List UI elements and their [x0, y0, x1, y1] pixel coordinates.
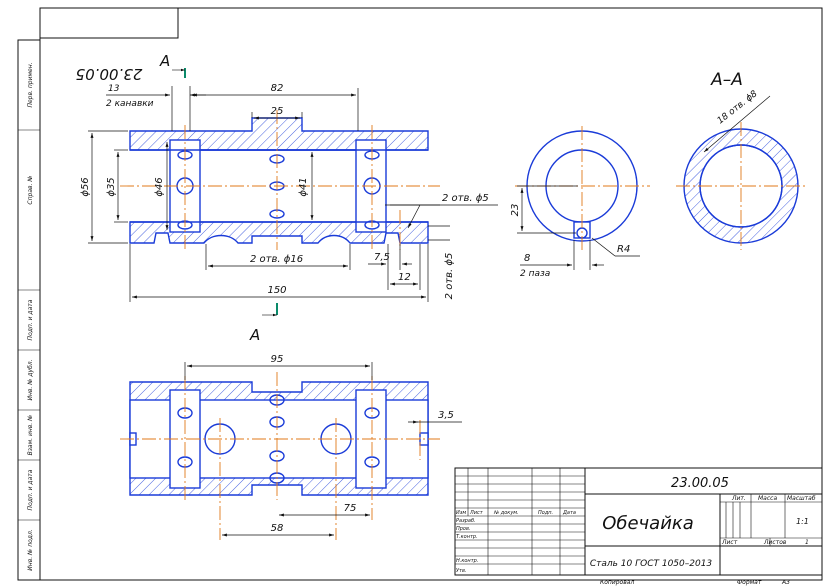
- section-a-a: A–A 18 отв. ϕ8: [676, 70, 806, 250]
- tb-header: Изм: [456, 510, 466, 516]
- dim-82: 82: [271, 83, 284, 94]
- tb-lit: Лит.: [731, 495, 746, 502]
- tb-mass: Масса: [758, 495, 777, 502]
- tb-scale-value: 1:1: [796, 517, 809, 526]
- dim-groove-width: 13: [108, 84, 120, 94]
- dim-slots: 2 паза: [520, 269, 550, 279]
- tb-role: Пров.: [456, 526, 471, 532]
- dim-150: 150: [267, 285, 286, 296]
- tb-header: № докум.: [493, 510, 519, 516]
- dim-holes16: 2 отв. ϕ16: [250, 254, 303, 265]
- tb-format-value: А3: [781, 579, 790, 586]
- stamp-label: Инв. № дубл.: [27, 359, 34, 400]
- dim-23: 23: [510, 204, 521, 217]
- stamp-label: Взам. инв. №: [27, 415, 34, 456]
- dim-groove-note: 2 канавки: [106, 99, 154, 109]
- title-block: Изм Лист № докум. Подп. Дата Разраб. Про…: [454, 467, 823, 586]
- front-section-view: A A 13 2 канавки 82 25 ϕ56 ϕ35 ϕ46 ϕ41 2…: [80, 52, 498, 344]
- tb-role: Н.контр.: [456, 558, 478, 564]
- dim-25: 25: [271, 106, 284, 117]
- stamp-label: Подп. и дата: [27, 469, 34, 510]
- dim-58: 58: [271, 523, 284, 534]
- dim-75: 75: [344, 503, 357, 514]
- tb-drawing-code: 23.00.05: [671, 476, 729, 491]
- dim-d56: ϕ56: [80, 177, 91, 196]
- tb-copied: Копировал: [600, 579, 634, 586]
- tb-material: Сталь 10 ГОСТ 1050–2013: [590, 559, 713, 569]
- tb-format: Формат: [737, 579, 762, 586]
- dim-holes5: 2 отв. ϕ5: [442, 193, 489, 204]
- stamp-label: Инв. № подл.: [27, 529, 34, 570]
- tb-sheets: Листов: [763, 539, 787, 546]
- tb-part-name: Обечайка: [602, 513, 694, 534]
- dim-holes8: 18 отв. ϕ8: [716, 89, 760, 126]
- tb-role: Т.контр.: [456, 534, 478, 540]
- top-left-code-box: [39, 7, 179, 39]
- section-mark-top: A: [159, 52, 170, 70]
- tb-header: Подп.: [538, 510, 553, 516]
- rotated-drawing-code: 23.00.05: [76, 65, 143, 83]
- dim-r4: R4: [617, 244, 630, 255]
- stamp-label: Подп. и дата: [27, 299, 34, 340]
- dim-d46: ϕ46: [154, 177, 165, 196]
- tb-sheets-value: 1: [805, 539, 809, 546]
- tb-header: Лист: [469, 510, 484, 516]
- dim-12: 12: [398, 272, 411, 283]
- dim-7-5: 7,5: [374, 252, 390, 263]
- top-view: 95 3,5 58 75: [120, 354, 462, 540]
- dim-d41: ϕ41: [298, 177, 309, 196]
- stamp-label: Справ. №: [27, 175, 34, 204]
- tb-scale: Масштаб: [787, 495, 816, 502]
- tb-role: Утв.: [456, 568, 467, 574]
- tb-header: Дата: [562, 510, 576, 516]
- dim-holes5-vertical: 2 отв. ϕ5: [444, 253, 455, 300]
- section-title: A–A: [710, 70, 743, 90]
- dim-8: 8: [524, 253, 530, 264]
- stamp-label: Перв. примен.: [27, 62, 34, 107]
- dim-d35: ϕ35: [106, 177, 117, 196]
- tb-sheet: Лист: [721, 539, 738, 546]
- dim-3-5: 3,5: [438, 410, 454, 421]
- section-mark-bottom: A: [249, 326, 260, 344]
- dim-95: 95: [271, 354, 284, 365]
- tb-role: Разраб.: [456, 518, 476, 524]
- side-stamp: Перв. примен. Справ. № Подп. и дата Инв.…: [17, 39, 41, 581]
- end-view: 23 8 2 паза R4: [510, 126, 650, 279]
